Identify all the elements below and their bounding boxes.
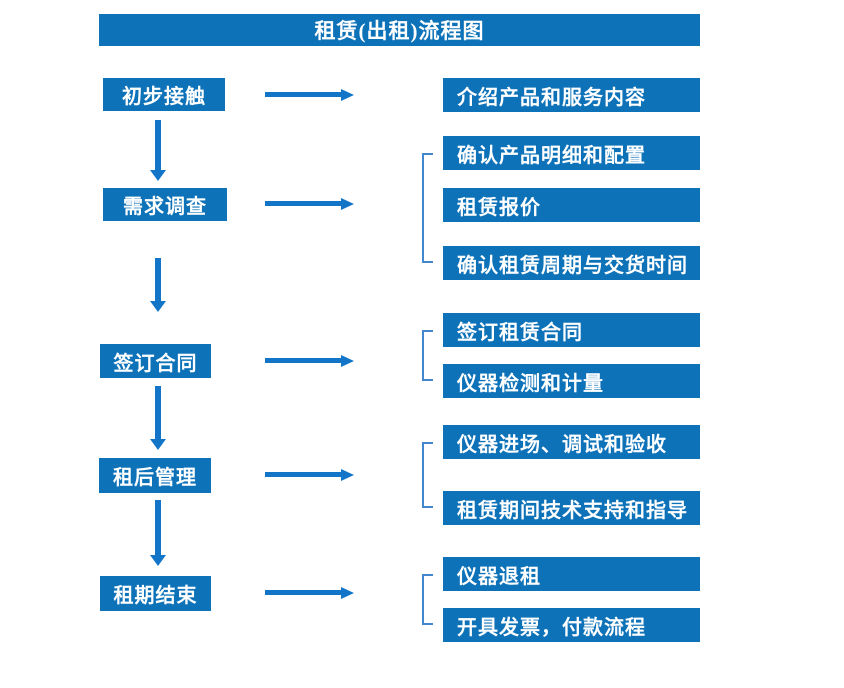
arrow-down-3-icon — [150, 386, 166, 450]
step-demand-survey: 需求调查 — [103, 188, 227, 221]
arrow-down-4-icon — [150, 500, 166, 566]
bracket-rental-end-group — [422, 574, 433, 625]
output-instrument-return: 仪器退租 — [443, 557, 700, 591]
arrow-right-5-icon — [265, 587, 354, 599]
page-title: 租赁(出租)流程图 — [99, 14, 700, 46]
arrow-right-3-icon — [265, 355, 354, 367]
bracket-demand-survey-group — [422, 153, 433, 263]
output-introduce-products: 介绍产品和服务内容 — [443, 78, 700, 112]
arrow-right-1-icon — [265, 89, 354, 101]
arrow-down-1-icon — [150, 120, 166, 181]
step-sign-contract: 签订合同 — [100, 344, 211, 378]
arrow-right-2-icon — [265, 198, 354, 210]
output-instrument-setup-acceptance: 仪器进场、调试和验收 — [443, 425, 700, 459]
arrow-down-2-icon — [150, 258, 166, 312]
output-confirm-product-details: 确认产品明细和配置 — [443, 136, 700, 170]
output-instrument-inspection: 仪器检测和计量 — [443, 364, 700, 398]
output-sign-rental-contract: 签订租赁合同 — [443, 313, 700, 347]
step-initial-contact: 初步接触 — [103, 78, 225, 111]
bracket-sign-contract-group — [422, 330, 433, 381]
output-invoice-payment: 开具发票，付款流程 — [443, 608, 700, 642]
output-rental-tech-support: 租赁期间技术支持和指导 — [443, 491, 700, 525]
step-rental-end: 租期结束 — [100, 576, 211, 611]
arrow-right-4-icon — [265, 469, 354, 481]
output-confirm-rental-period: 确认租赁周期与交货时间 — [443, 246, 700, 280]
output-rental-quote: 租赁报价 — [443, 188, 700, 222]
step-post-rental-management: 租后管理 — [99, 458, 211, 493]
bracket-post-rental-group — [422, 442, 433, 508]
